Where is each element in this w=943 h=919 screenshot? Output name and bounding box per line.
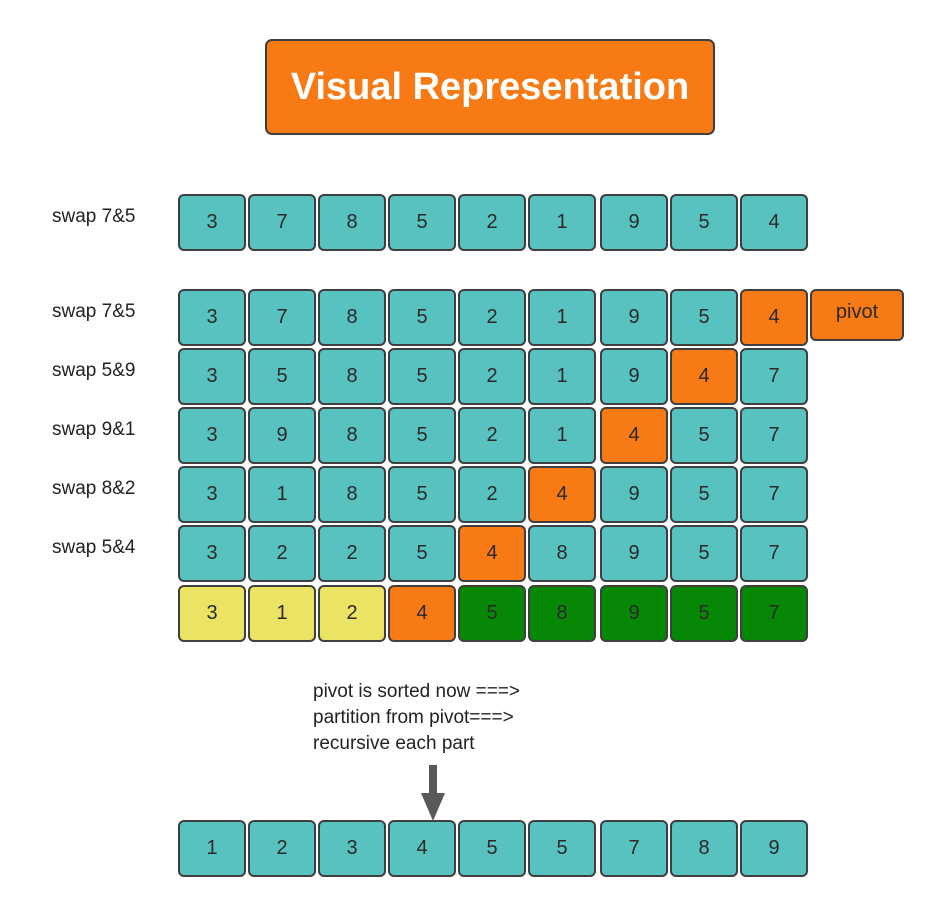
array-cell: 5 [388, 407, 456, 464]
array-cell: 5 [670, 466, 738, 523]
pivot-label: pivot [835, 301, 879, 323]
down-arrow-icon [421, 765, 445, 821]
array-cell: 5 [388, 525, 456, 582]
array-cell: 5 [670, 289, 738, 346]
notes: pivot is sorted now ===> partition from … [313, 679, 520, 757]
array-cell: 2 [458, 466, 526, 523]
row-label: swap 5&9 [52, 360, 136, 381]
array-cell: 7 [248, 289, 316, 346]
array-cell: 1 [528, 289, 596, 346]
array-cell: 3 [318, 820, 386, 877]
array-cell: 8 [528, 585, 596, 642]
array-cell: 7 [600, 820, 668, 877]
array-cell: 9 [600, 194, 668, 251]
array-cell: 5 [670, 407, 738, 464]
array-cell: 5 [528, 820, 596, 877]
array-cell: 4 [740, 289, 808, 346]
array-cell: 2 [458, 407, 526, 464]
array-cell: 9 [740, 820, 808, 877]
array-cell: 3 [178, 348, 246, 405]
array-cell: 5 [388, 466, 456, 523]
array-cell: 8 [670, 820, 738, 877]
array-cell: 1 [178, 820, 246, 877]
row-label: swap 7&5 [52, 206, 136, 227]
array-cell: 2 [458, 194, 526, 251]
array-cell: 4 [670, 348, 738, 405]
array-cell: 7 [248, 194, 316, 251]
array-cell: 9 [600, 289, 668, 346]
array-cell: 5 [670, 585, 738, 642]
array-cell: 3 [178, 585, 246, 642]
array-cell: 7 [740, 585, 808, 642]
array-cell: 4 [388, 820, 456, 877]
array-cell: 2 [458, 348, 526, 405]
array-cell: 4 [458, 525, 526, 582]
array-cell: 1 [528, 194, 596, 251]
row-label: swap 5&4 [52, 537, 136, 558]
array-cell: 9 [600, 525, 668, 582]
array-cell: 9 [248, 407, 316, 464]
note-line-1: pivot is sorted now ===> [313, 681, 521, 702]
array-cell: 1 [248, 466, 316, 523]
diagram-title: Visual Representation [290, 65, 690, 108]
array-cell: 8 [318, 466, 386, 523]
array-cell: 7 [740, 348, 808, 405]
array-cell: 4 [740, 194, 808, 251]
array-cell: 4 [528, 466, 596, 523]
row-label: swap 8&2 [52, 478, 136, 499]
array-cell: 4 [600, 407, 668, 464]
array-cell: 5 [458, 820, 526, 877]
array-cell: 5 [248, 348, 316, 405]
array-cell: 2 [248, 525, 316, 582]
array-cell: 8 [318, 407, 386, 464]
array-cell: 1 [248, 585, 316, 642]
array-cell: 2 [248, 820, 316, 877]
array-cell: 3 [178, 407, 246, 464]
row-label: swap 7&5 [52, 301, 136, 322]
array-cell: 3 [178, 194, 246, 251]
array-cell: 7 [740, 525, 808, 582]
array-cell: 5 [388, 194, 456, 251]
pivot-tag: pivot [810, 289, 904, 341]
array-cell: 2 [318, 585, 386, 642]
array-cell: 9 [600, 466, 668, 523]
array-cell: 5 [388, 348, 456, 405]
title-box: Visual Representation [265, 39, 715, 135]
array-cell: 2 [458, 289, 526, 346]
array-cell: 3 [178, 466, 246, 523]
array-cell: 8 [318, 289, 386, 346]
array-cell: 3 [178, 289, 246, 346]
array-cell: 2 [318, 525, 386, 582]
array-cell: 7 [740, 466, 808, 523]
row-label: swap 9&1 [52, 419, 136, 440]
array-cell: 5 [670, 194, 738, 251]
array-cell: 5 [670, 525, 738, 582]
array-cell: 9 [600, 585, 668, 642]
note-line-2: partition from pivot===> [313, 707, 514, 728]
array-cell: 5 [458, 585, 526, 642]
array-cell: 4 [388, 585, 456, 642]
array-cell: 8 [528, 525, 596, 582]
array-cell: 5 [388, 289, 456, 346]
array-cell: 1 [528, 407, 596, 464]
array-cell: 8 [318, 348, 386, 405]
array-cell: 8 [318, 194, 386, 251]
array-cell: 7 [740, 407, 808, 464]
note-line-3: recursive each part [313, 733, 475, 754]
array-cell: 9 [600, 348, 668, 405]
array-cell: 1 [528, 348, 596, 405]
array-cell: 3 [178, 525, 246, 582]
